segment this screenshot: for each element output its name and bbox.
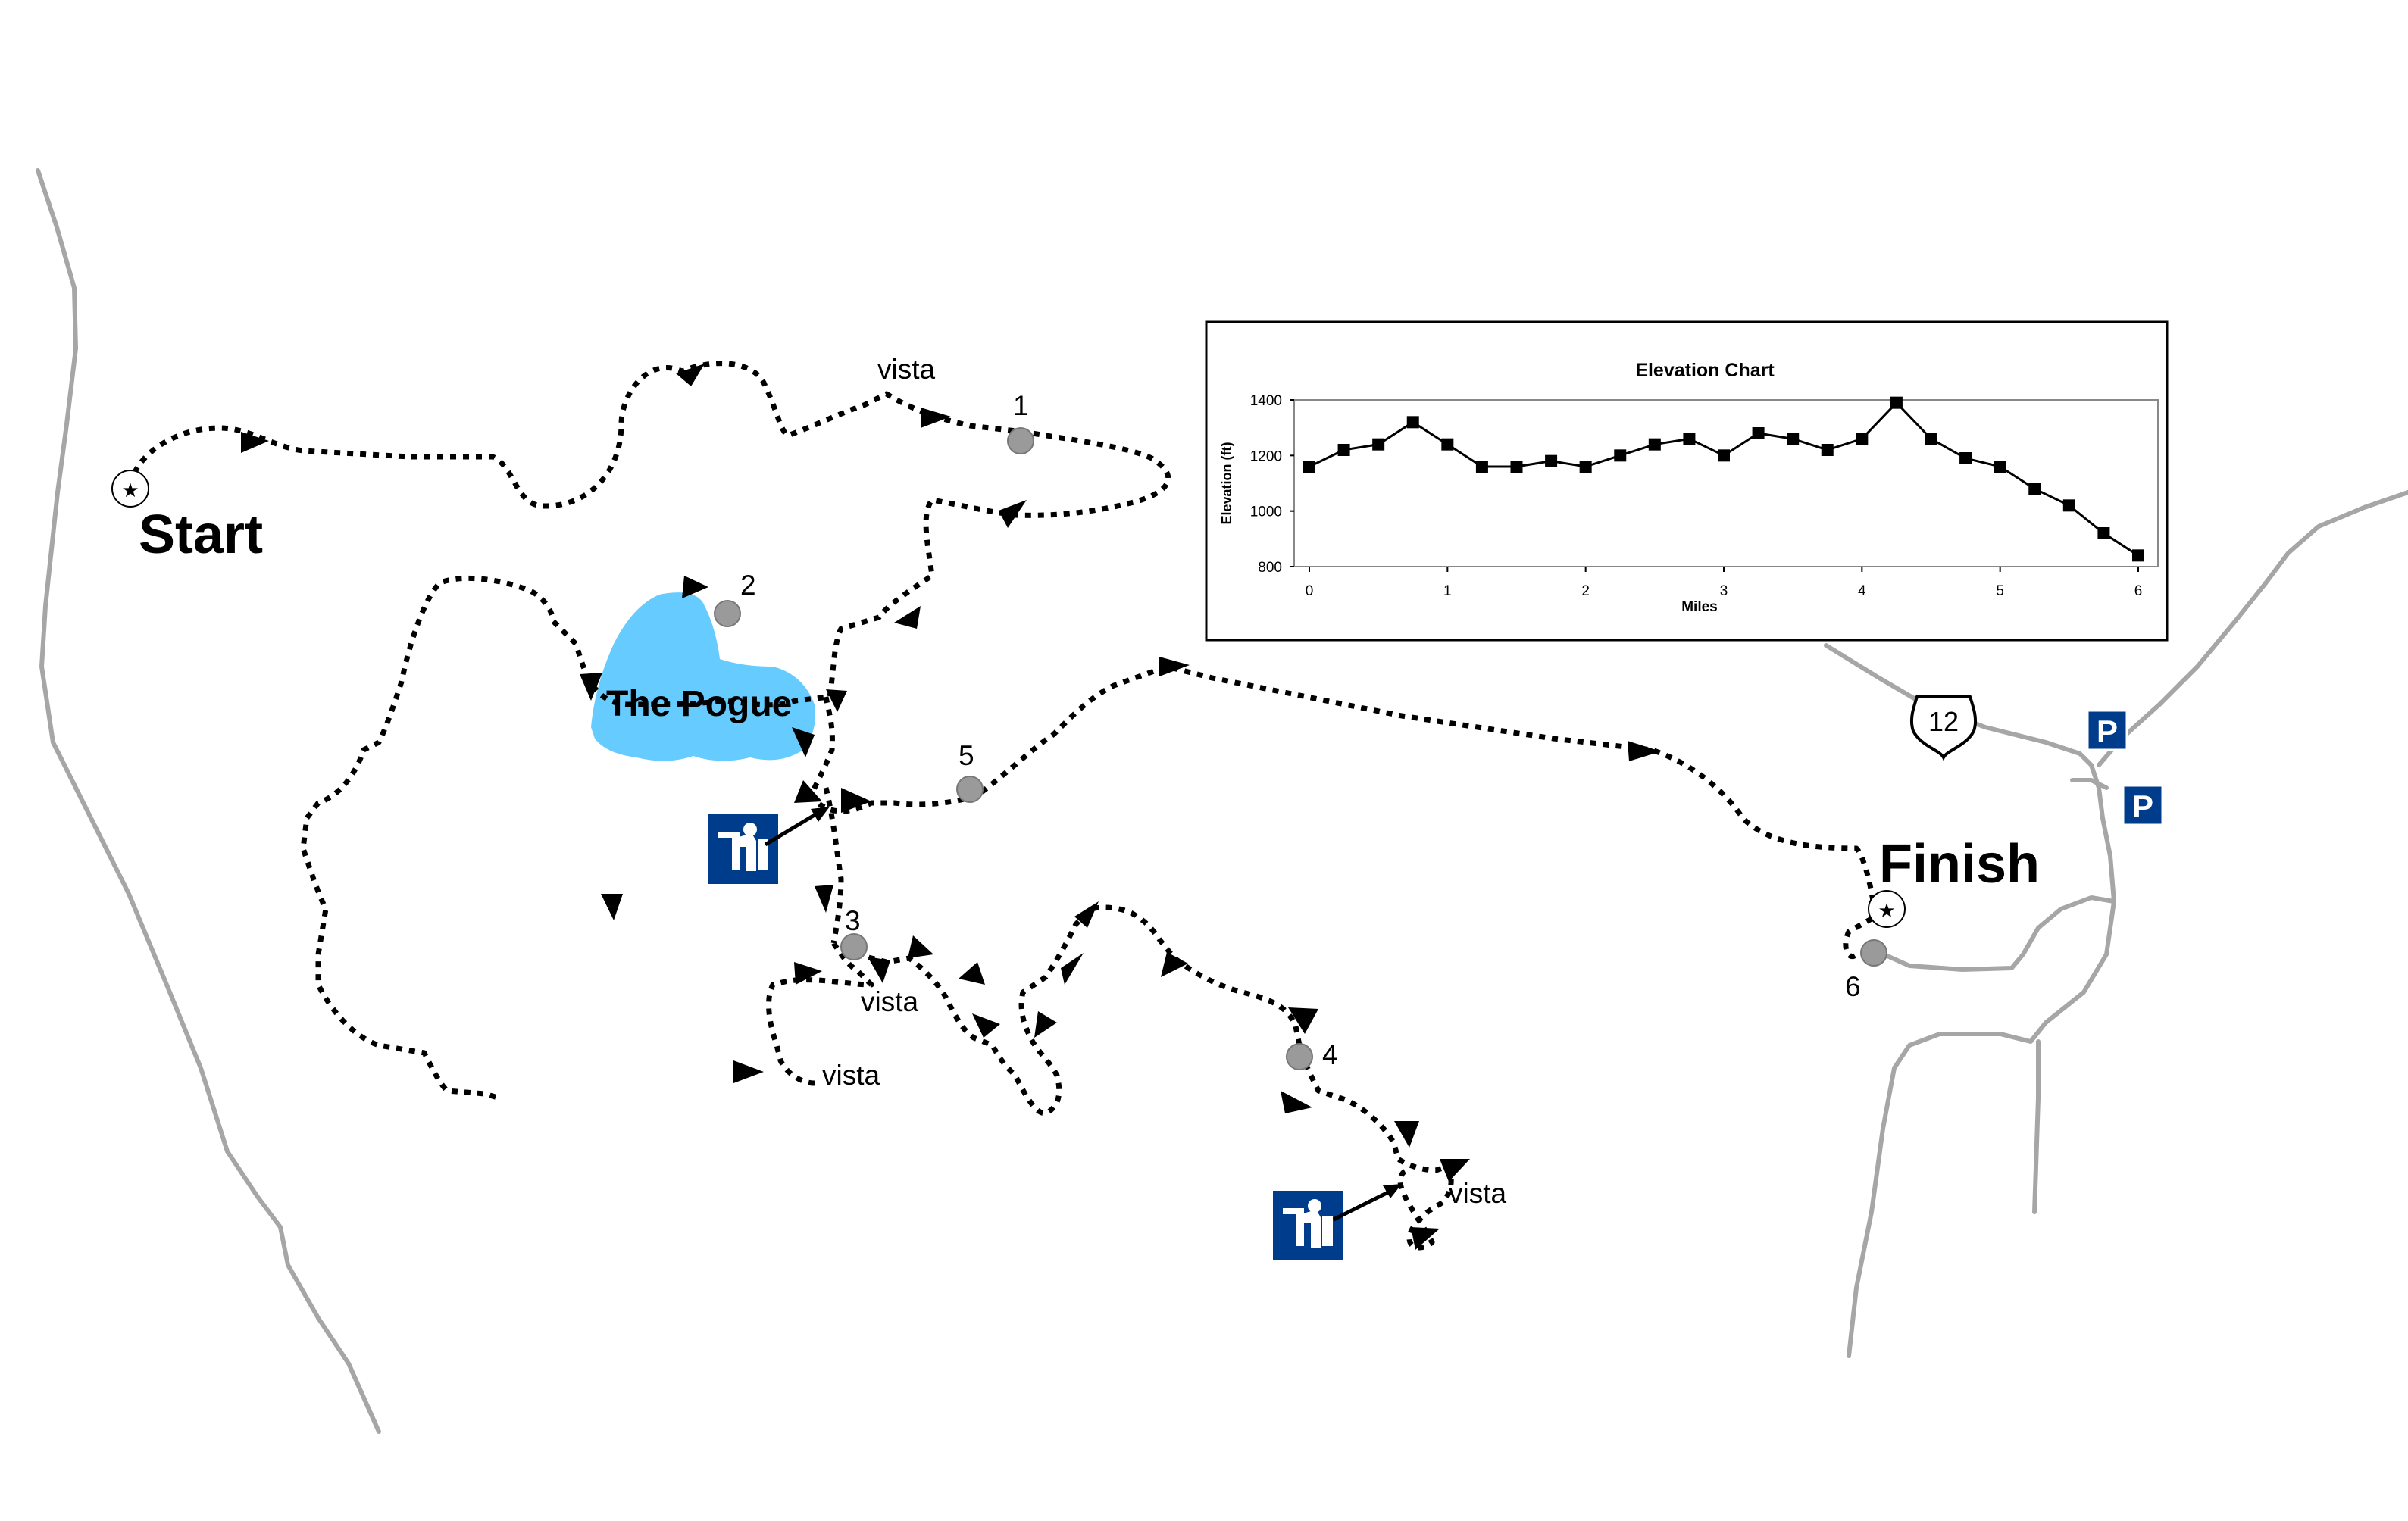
elevation-point [1614, 449, 1627, 462]
parking-sign-2[interactable]: P [2122, 784, 2164, 826]
waypoint-5-dot[interactable] [956, 776, 984, 803]
finish-label: Finish [1879, 834, 2040, 895]
plot-area [1293, 399, 2159, 567]
start-marker[interactable]: ★ [111, 470, 149, 508]
elevation-point [1475, 461, 1488, 473]
drinking-fountain-icon [1283, 1199, 1333, 1248]
elevation-point [2062, 499, 2075, 512]
the-pogue-lake [591, 592, 815, 761]
x-tick-label: 3 [1720, 583, 1728, 599]
x-axis-label: Miles [1681, 599, 1718, 615]
y-tick-label: 1000 [1250, 504, 1282, 520]
elevation-point [1648, 438, 1661, 451]
elevation-series-points [1303, 396, 2144, 562]
road-west [36, 168, 381, 1434]
star-glyph: ★ [1878, 900, 1895, 923]
y-tick-label: 800 [1258, 560, 1282, 576]
vista-label-2: vista [861, 986, 919, 1017]
elevation-point [1545, 454, 1558, 467]
waypoint-label-3: 3 [845, 905, 861, 936]
trail-path [127, 361, 1878, 1251]
elevation-point [1579, 461, 1592, 473]
vista-label-1: vista [877, 354, 936, 385]
elevation-point [1406, 416, 1419, 429]
parking-icon: P [2097, 714, 2118, 749]
us-route-shield-icon: 12 [1909, 695, 1978, 761]
x-tick-label: 4 [1858, 583, 1866, 599]
waypoint-markers [714, 427, 1887, 1070]
parking-sign-1[interactable]: P [2086, 709, 2128, 751]
star-circle-icon [1868, 890, 1906, 928]
elevation-point [1856, 433, 1869, 445]
trail-direction-arrows [241, 364, 1661, 1250]
elevation-point [1994, 461, 2006, 473]
y-axis-ticks: 800 1000 1200 1400 [1250, 393, 1294, 576]
waypoint-1-dot[interactable] [1007, 427, 1034, 454]
elevation-point [1441, 438, 1454, 451]
road-finish-spur [1873, 895, 2116, 972]
x-tick-label: 6 [2134, 583, 2143, 599]
waypoint-4-dot[interactable] [1286, 1043, 1313, 1070]
y-tick-label: 1400 [1250, 393, 1282, 409]
parking-icon: P [2132, 789, 2153, 824]
lake-label: The Pogue [606, 684, 792, 724]
elevation-point [2132, 549, 2144, 562]
elevation-point [1787, 433, 1800, 445]
waypoint-3-dot[interactable] [840, 933, 868, 960]
route-number: 12 [1928, 706, 1959, 737]
elevation-point [1890, 396, 1903, 409]
elevation-point [2097, 527, 2110, 539]
water-fountain-sign-1[interactable] [705, 807, 830, 887]
y-axis-label: Elevation (ft) [1219, 442, 1234, 524]
waypoint-label-5: 5 [959, 740, 974, 771]
elevation-point [2028, 483, 2041, 495]
x-axis-ticks: 0 1 2 3 4 5 6 [1306, 567, 2143, 599]
waypoint-label-4: 4 [1322, 1039, 1338, 1070]
waypoint-6-dot[interactable] [1860, 939, 1887, 967]
elevation-point [1510, 461, 1523, 473]
vista-label-3: vista [822, 1060, 880, 1091]
elevation-point [1337, 444, 1350, 456]
x-tick-label: 1 [1443, 583, 1452, 599]
road-east-diagonal [2097, 490, 2408, 767]
star-glyph: ★ [121, 479, 139, 502]
elevation-point [1959, 452, 1972, 464]
chart-title: Elevation Chart [1635, 360, 1775, 381]
elevation-point [1925, 433, 1937, 445]
x-tick-label: 0 [1306, 583, 1314, 599]
start-label: Start [139, 504, 263, 565]
elevation-point [1752, 427, 1765, 439]
road-east-spur [2070, 778, 2109, 790]
road-east-south-branch [2032, 1039, 2041, 1214]
elevation-point [1821, 444, 1834, 456]
elevation-point [1683, 433, 1696, 445]
vista-label-4: vista [1449, 1178, 1507, 1209]
x-tick-label: 5 [1996, 583, 2004, 599]
star-circle-icon [111, 470, 149, 508]
elevation-point [1718, 449, 1730, 462]
finish-marker[interactable]: ★ [1868, 890, 1906, 928]
waypoint-label-1: 1 [1013, 390, 1029, 421]
elevation-point [1372, 438, 1385, 451]
waypoint-2-dot[interactable] [714, 600, 741, 627]
elevation-point [1303, 461, 1315, 473]
waypoint-label-6: 6 [1845, 971, 1861, 1002]
drinking-fountain-icon [718, 823, 768, 871]
x-tick-label: 2 [1581, 583, 1590, 599]
y-tick-label: 1200 [1250, 448, 1282, 464]
road-east-south [1847, 816, 2116, 1358]
water-fountain-sign-2[interactable] [1270, 1184, 1402, 1263]
waypoint-label-2: 2 [740, 570, 756, 601]
